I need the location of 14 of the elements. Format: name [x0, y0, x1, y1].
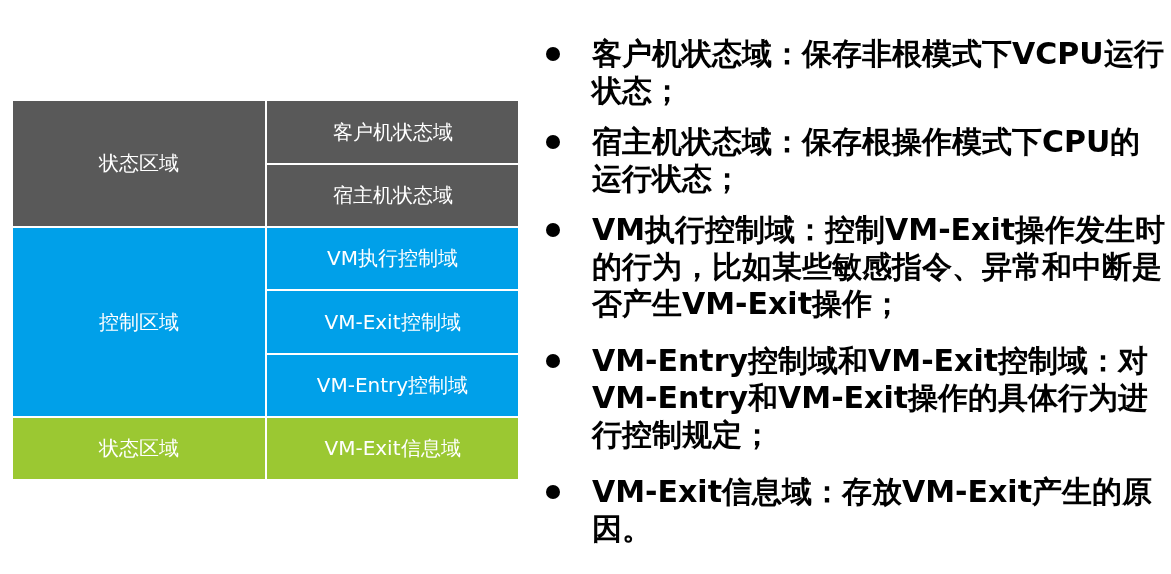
- table-cell: VM-Entry控制域: [266, 354, 519, 417]
- table-cell: 状态区域: [12, 417, 266, 480]
- bullet-text: VM-Exit信息域：存放VM-Exit产生的原因。: [592, 473, 1153, 547]
- table-cell: VM-Exit信息域: [266, 417, 519, 480]
- bullet-text: 客户机状态域：保存非根模式下VCPU运行状态；: [592, 35, 1165, 109]
- bullet-text: 宿主机状态域：保存根操作模式下CPU的运行状态；: [592, 123, 1142, 197]
- table-cell: 状态区域: [12, 100, 266, 227]
- table-cell: 控制区域: [12, 227, 266, 417]
- table-cell: 客户机状态域: [266, 100, 519, 164]
- table-cell: 宿主机状态域: [266, 164, 519, 227]
- bullet-text: VM-Entry控制域和VM-Exit控制域：对VM-Entry和VM-Exit操作的具体行为进行控制规定；: [592, 342, 1150, 453]
- table-cell: VM执行控制域: [266, 227, 519, 290]
- bullet-text: VM执行控制域：控制VM-Exit操作发生时的行为，比如某些敏感指令、异常和中断是否产生VM-Exit操作；: [592, 211, 1167, 322]
- table-cell: VM-Exit控制域: [266, 290, 519, 354]
